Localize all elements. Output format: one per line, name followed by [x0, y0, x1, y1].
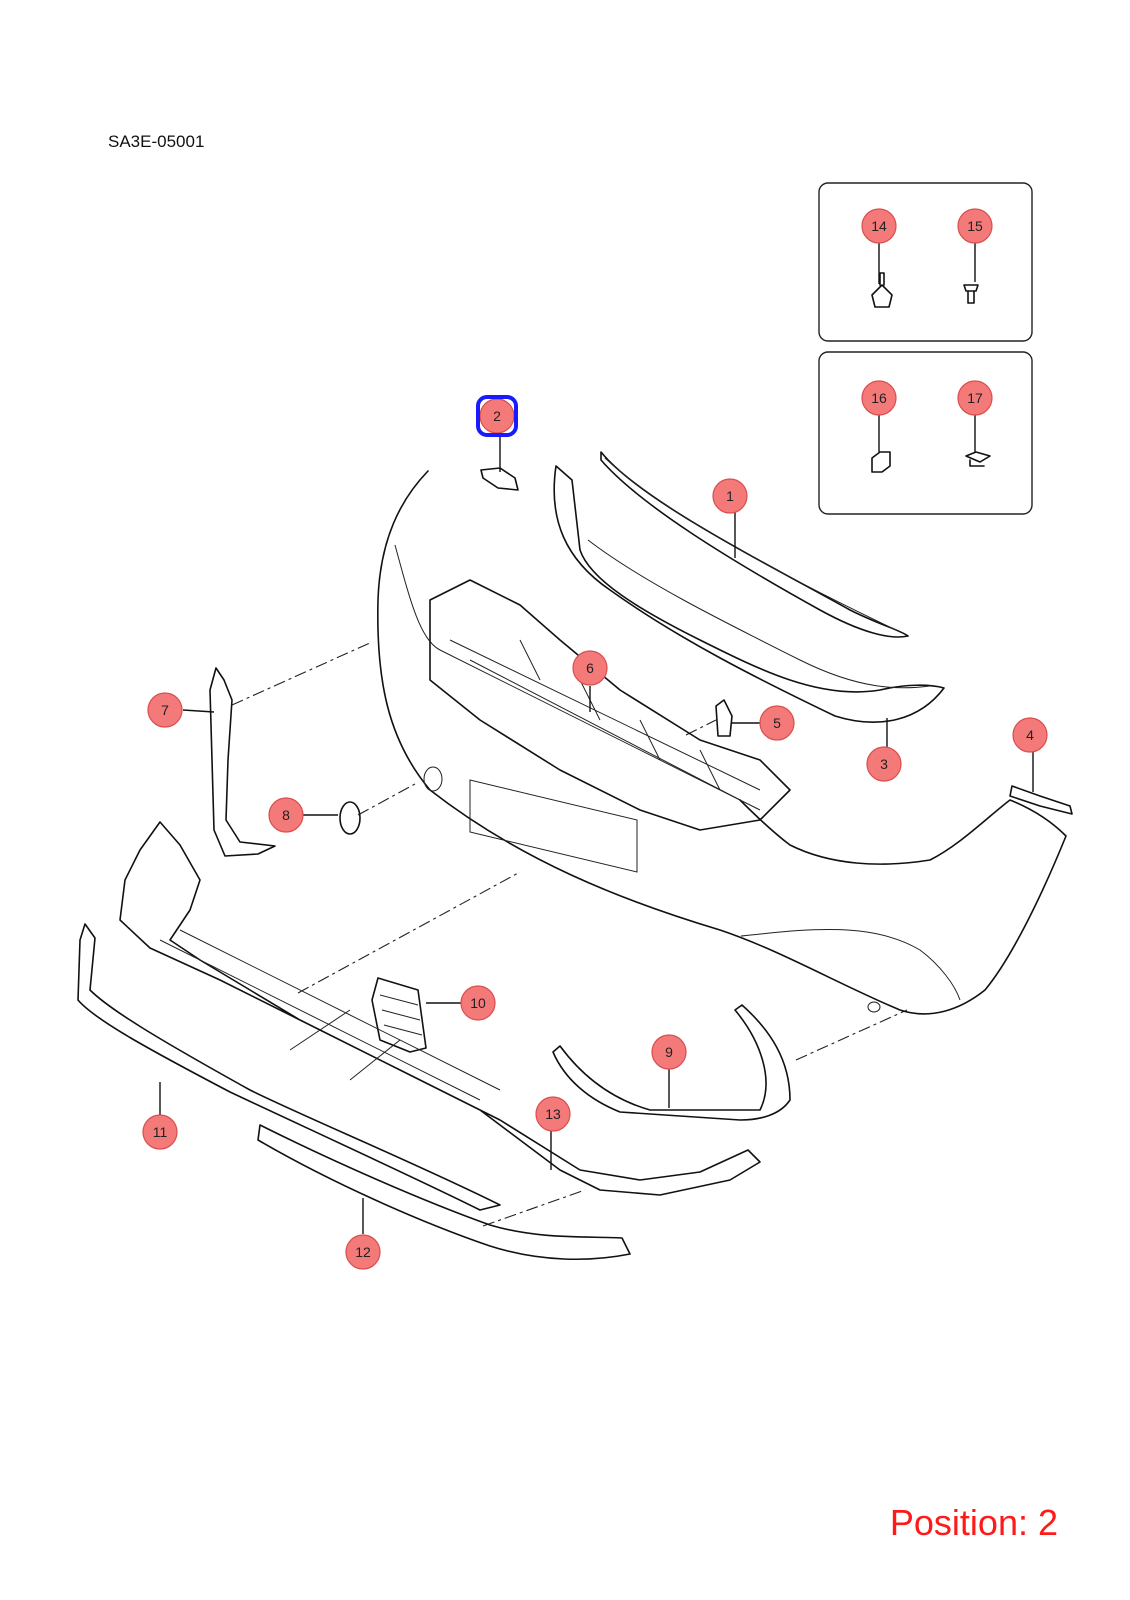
- diagram-code: SA3E-05001: [108, 132, 205, 151]
- part-right-bracket: [1009, 785, 1073, 815]
- svg-text:12: 12: [355, 1244, 371, 1260]
- fastener-inset-top: [818, 182, 1033, 342]
- svg-text:3: 3: [880, 756, 888, 772]
- svg-text:5: 5: [773, 715, 781, 731]
- svg-text:13: 13: [545, 1106, 561, 1122]
- fastener-inset-bottom: [818, 351, 1033, 515]
- svg-text:10: 10: [470, 995, 486, 1011]
- callout-15[interactable]: 15: [957, 208, 993, 244]
- svg-text:8: 8: [282, 807, 290, 823]
- callout-6[interactable]: 6: [572, 650, 608, 686]
- callout-7[interactable]: 7: [147, 692, 183, 728]
- svg-text:4: 4: [1026, 727, 1034, 743]
- part-upper-molding: [600, 451, 909, 638]
- callout-3[interactable]: 3: [866, 746, 902, 782]
- callout-10[interactable]: 10: [460, 985, 496, 1021]
- part-right-lower-trim: [552, 1004, 791, 1121]
- part-absorber: [429, 579, 791, 831]
- part-grille-frame: [553, 465, 945, 723]
- svg-text:15: 15: [967, 218, 983, 234]
- callout-14[interactable]: 14: [861, 208, 897, 244]
- assembly-lines: [231, 641, 908, 1227]
- part-tow-cover: [339, 801, 361, 835]
- svg-text:1: 1: [726, 488, 734, 504]
- selection-highlight: [476, 395, 518, 437]
- callout-1[interactable]: 1: [712, 478, 748, 514]
- svg-text:16: 16: [871, 390, 887, 406]
- callout-5[interactable]: 5: [759, 705, 795, 741]
- svg-text:7: 7: [161, 702, 169, 718]
- svg-text:2: 2: [493, 408, 501, 424]
- callout-11[interactable]: 11: [142, 1114, 178, 1150]
- callout-8[interactable]: 8: [268, 797, 304, 833]
- part-grille-insert: [371, 977, 427, 1053]
- svg-text:17: 17: [967, 390, 983, 406]
- callout-17[interactable]: 17: [957, 380, 993, 416]
- part-clip-bracket: [715, 699, 733, 737]
- svg-text:14: 14: [871, 218, 887, 234]
- svg-text:6: 6: [586, 660, 594, 676]
- position-label: Position: 2: [889, 1502, 1058, 1543]
- callout-4[interactable]: 4: [1012, 717, 1048, 753]
- leader-lines: [159, 240, 1034, 1234]
- part-lower-lip: [77, 923, 631, 1261]
- callout-2[interactable]: 2: [479, 398, 515, 434]
- svg-text:11: 11: [153, 1124, 168, 1140]
- callout-13[interactable]: 13: [535, 1096, 571, 1132]
- callout-16[interactable]: 16: [861, 380, 897, 416]
- callout-9[interactable]: 9: [651, 1034, 687, 1070]
- part-bumper-fascia: [376, 470, 1067, 1015]
- part-lower-grille: [119, 821, 761, 1196]
- callout-12[interactable]: 12: [345, 1234, 381, 1270]
- part-left-bracket: [209, 667, 276, 857]
- svg-text:9: 9: [665, 1044, 673, 1060]
